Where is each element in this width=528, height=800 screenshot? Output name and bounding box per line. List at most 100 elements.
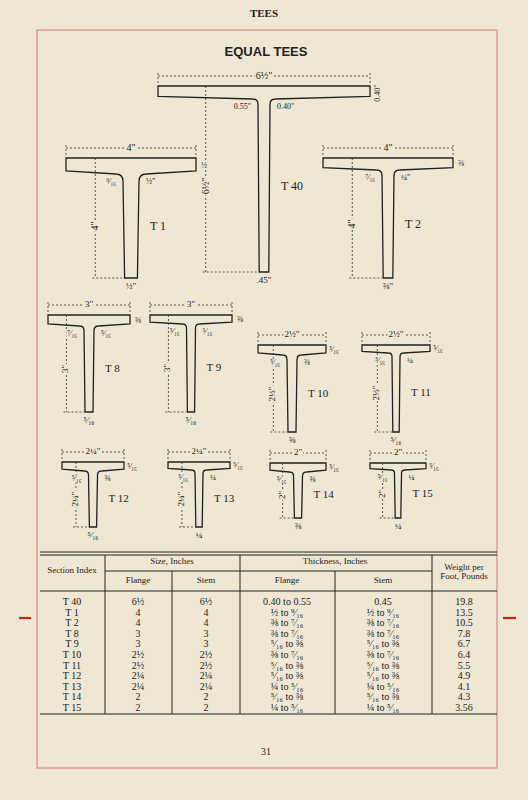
dimension-label: 2" [278,490,287,500]
dimension-line [48,302,49,314]
dimension-label: 3" [186,300,196,309]
table-cell: T 2 [64,618,79,629]
dimension-label: ⁵⁄₁₆ [185,416,198,425]
dimension-line [66,145,67,157]
dimension-label: 3" [62,364,71,374]
dimension-line [150,302,151,314]
tee-outline [48,315,130,412]
dimension-label: ⅜ [134,316,142,324]
table-cell: ¼ to ⁵⁄₁₆ [270,703,304,714]
table-cell: T 8 [64,629,79,640]
dimension-label: 4" [382,143,393,154]
dimension-line [63,412,84,413]
table-cell: 4.9 [457,671,472,682]
table-header: Weight per Foot, Pounds [433,563,495,582]
dimension-label: ⁵⁄₁₆ [374,357,386,365]
table-cell: ⁵⁄₁₆ to ⅜ [366,660,400,671]
tee-outline [150,315,232,412]
table-cell: 2 [203,692,210,703]
tee-outline [158,86,370,272]
dimension-label: ¼ [209,474,217,482]
table-cell: ⁵⁄₁₆ to ⅜ [270,671,304,682]
dimension-line [370,450,371,462]
table-cell: ⅜ to ⁷⁄₁₆ [366,618,400,629]
dimension-label: ⅜ [288,436,297,445]
dimension-line [124,449,125,461]
table-cell: ⁵⁄₁₆ to ⅜ [270,692,304,703]
table-cell: 2½ [199,660,214,671]
section-name: T 2 [404,218,422,231]
table-cell: ⅜ to ⁷⁄₁₆ [270,618,304,629]
dimension-label: ½" [145,178,156,186]
table-cell: 19.8 [454,597,474,608]
dimension-label: ⁵⁄₁₆ [390,436,403,445]
dimension-line [326,450,327,462]
dimension-line [158,73,159,85]
table-cell: ½ to ⁹⁄₁₆ [270,607,304,618]
dimension-label: ⁵⁄₁₆ [87,531,100,540]
tee-outline [323,158,453,278]
dimension-label: ¼ [406,357,414,365]
table-header: Flange [274,576,301,585]
dimension-label: ⁵⁄₁₆ [428,462,440,470]
dimension-label: ⁵⁄₁₆ [276,476,288,484]
dimension-label: ⁵⁄₁₆ [100,330,112,338]
dimension-label: 6½" [255,71,274,82]
dimension-label: 2¼" [177,490,186,507]
table-cell: 6.4 [457,650,472,661]
table-cell: 2½ [131,660,146,671]
table-cell: 2½ [131,650,146,661]
dimension-label: 0.40" [374,83,382,102]
table-cell: T 12 [62,671,82,682]
table-cell: T 10 [62,650,82,661]
table-header: Thickness, Inches [302,557,368,566]
table-cell: 0.40 to 0.55 [262,597,312,608]
dimension-label: ¼" [400,174,411,182]
dimension-line [326,332,327,344]
page-number: 31 [260,747,272,758]
section-name: T 12 [108,493,130,505]
dimension-line [380,518,395,519]
dimension-label: ⁵⁄₁₆ [83,416,96,425]
table-header: Flange [125,576,152,585]
dimension-label: 2½" [269,385,278,402]
dimension-line [95,158,96,278]
dimension-line [430,332,431,344]
table-cell: 2 [135,703,142,714]
dimension-label: ⁹⁄₁₆ [105,178,117,186]
dimension-label: ⁵⁄₁₆ [377,474,389,482]
table-cell: ⅜ to ⁷⁄₁₆ [366,629,400,640]
table-cell: ⁵⁄₁₆ to ⅜ [270,639,304,650]
table-cell: 3 [203,639,210,650]
dimension-label: ⁵⁄₁₆ [202,328,214,336]
dimension-label: ⅜ [309,476,317,484]
table-cell: 4 [135,607,142,618]
section-name: T 15 [412,488,434,500]
table-header: Section Index [46,566,98,575]
table-header: Stem [196,576,217,585]
dimension-line [62,449,63,461]
table-cell: ⁵⁄₁₆ to ⅜ [366,692,400,703]
dimension-line [426,450,427,462]
dimension-label: ⁵⁄₁₆ [177,474,189,482]
dimension-line [203,272,259,273]
section-name: T 13 [213,493,235,505]
table-cell: 2¼ [131,671,146,682]
table-rules [40,552,497,714]
table-cell: 4.1 [457,682,472,693]
table-cell: ⅜ to ⁷⁄₁₆ [270,629,304,640]
dimension-label: ⁷⁄₁₆ [364,174,376,182]
dimension-label: 0.40" [276,103,295,111]
dimension-line [196,145,197,157]
dimension-label: ⅜ [303,359,311,367]
dimension-label: 2" [378,489,387,499]
dimension-line [362,332,363,344]
dimension-line [453,145,454,157]
dimension-line [270,450,271,462]
table-cell: 4 [135,618,142,629]
dimension-label: 4" [125,143,136,154]
dimension-label: 2¼" [191,447,208,456]
dimension-label: ⅜ [236,315,244,323]
table-cell: T 1 [64,607,79,618]
dimension-label: ¼ [394,522,403,531]
